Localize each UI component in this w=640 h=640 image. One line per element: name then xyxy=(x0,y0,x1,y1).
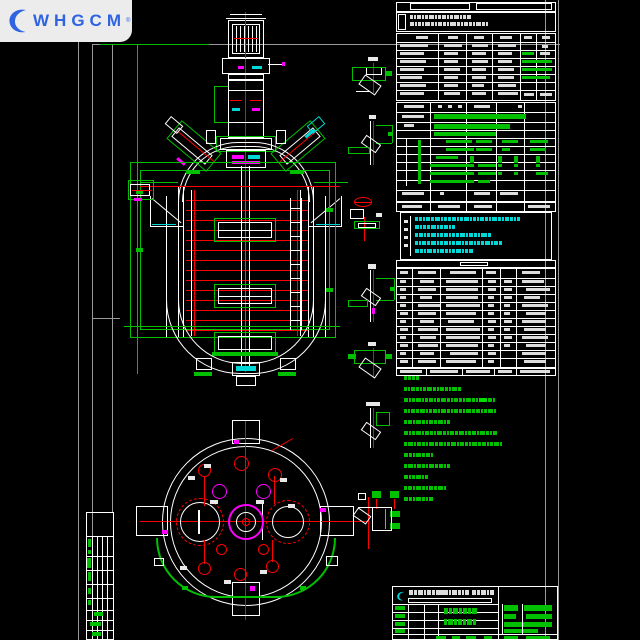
lug-detail-left xyxy=(128,180,164,208)
nozzle-detail-3 xyxy=(346,195,404,257)
jacket-pipe-connector-right xyxy=(326,556,338,566)
support-leg-right xyxy=(280,358,296,370)
nozzle-detail-2 xyxy=(346,113,404,175)
plan-nozzle-right xyxy=(320,506,354,536)
agitator-shaft-left xyxy=(241,166,242,366)
drive-motor xyxy=(228,20,264,58)
nozzle-detail-5 xyxy=(346,340,404,398)
shell-wall-right-inner xyxy=(308,186,309,338)
registered-mark: ® xyxy=(125,18,131,24)
outlet-valve xyxy=(236,376,256,386)
revision-history-table xyxy=(86,512,114,640)
coil-riser-left xyxy=(191,190,192,336)
nozzle-angled-left xyxy=(164,112,228,182)
datum-line-top xyxy=(100,44,210,45)
gearbox xyxy=(222,58,270,74)
plan-small-nozzle xyxy=(256,484,271,499)
nozzle-detail-1 xyxy=(346,55,404,110)
impeller-upper xyxy=(214,218,276,242)
watermark-overlay: WHGCM ® xyxy=(0,0,132,42)
material-specification-table xyxy=(396,102,556,202)
gearbox-base-flange xyxy=(228,74,264,80)
vessel-plan-view xyxy=(136,420,370,620)
jacket-cone-left xyxy=(150,196,184,227)
nozzle-angled-right xyxy=(264,112,326,182)
title-block xyxy=(392,586,558,640)
agitator-flange-inner xyxy=(236,512,256,532)
jacket-left xyxy=(166,196,167,338)
specification-footer-rows xyxy=(396,202,556,212)
jacket-right xyxy=(325,196,326,338)
plan-nozzle-top xyxy=(232,420,260,444)
nozzle-detail-6 xyxy=(346,400,404,460)
head-outer-circle xyxy=(162,438,330,606)
design-conditions-table xyxy=(396,33,556,101)
motor-fan-cowl xyxy=(232,24,260,54)
shell-wall-right-outer xyxy=(313,186,314,338)
top-nozzle-a xyxy=(206,130,216,144)
notes-footer-row xyxy=(396,260,556,268)
shell-wall-left-inner xyxy=(183,186,184,338)
shell-wall-left-outer xyxy=(178,186,179,338)
sight-glass-ring xyxy=(272,506,304,538)
plan-nozzle-left xyxy=(136,506,168,536)
plan-small-nozzle xyxy=(268,468,282,482)
nozzle-detail-7 xyxy=(350,485,420,555)
general-notes-block xyxy=(404,376,556,506)
top-nozzle-b xyxy=(276,130,286,144)
plan-small-nozzle xyxy=(234,456,249,471)
drawing-header-table xyxy=(396,2,556,32)
mechanical-seal-housing xyxy=(228,80,264,138)
jacket-pipe-connector-left xyxy=(154,558,164,566)
agitator-shaft-right xyxy=(249,166,250,366)
manway-cover xyxy=(180,502,220,542)
nozzle-detail-views xyxy=(336,55,406,575)
technical-notes-block xyxy=(400,212,552,260)
title-block-logo-icon xyxy=(395,589,407,601)
nozzle-detail-4 xyxy=(346,260,404,330)
nozzle-schedule-table xyxy=(396,268,556,368)
datum-line-left xyxy=(137,44,138,374)
plan-small-nozzle xyxy=(212,484,227,499)
schedule-footer-row xyxy=(396,368,556,376)
vessel-base-centerline xyxy=(140,186,340,187)
bottom-outlet-nozzle xyxy=(232,362,260,376)
support-leg-left xyxy=(196,358,212,370)
coil-riser-right xyxy=(300,190,301,336)
watermark-brand-text: WHGCM xyxy=(33,11,126,30)
jacket-cone-right xyxy=(308,196,342,227)
agitator-bore xyxy=(242,518,250,526)
whgcm-logo-icon xyxy=(5,6,31,36)
vessel-elevation-view xyxy=(0,0,400,400)
